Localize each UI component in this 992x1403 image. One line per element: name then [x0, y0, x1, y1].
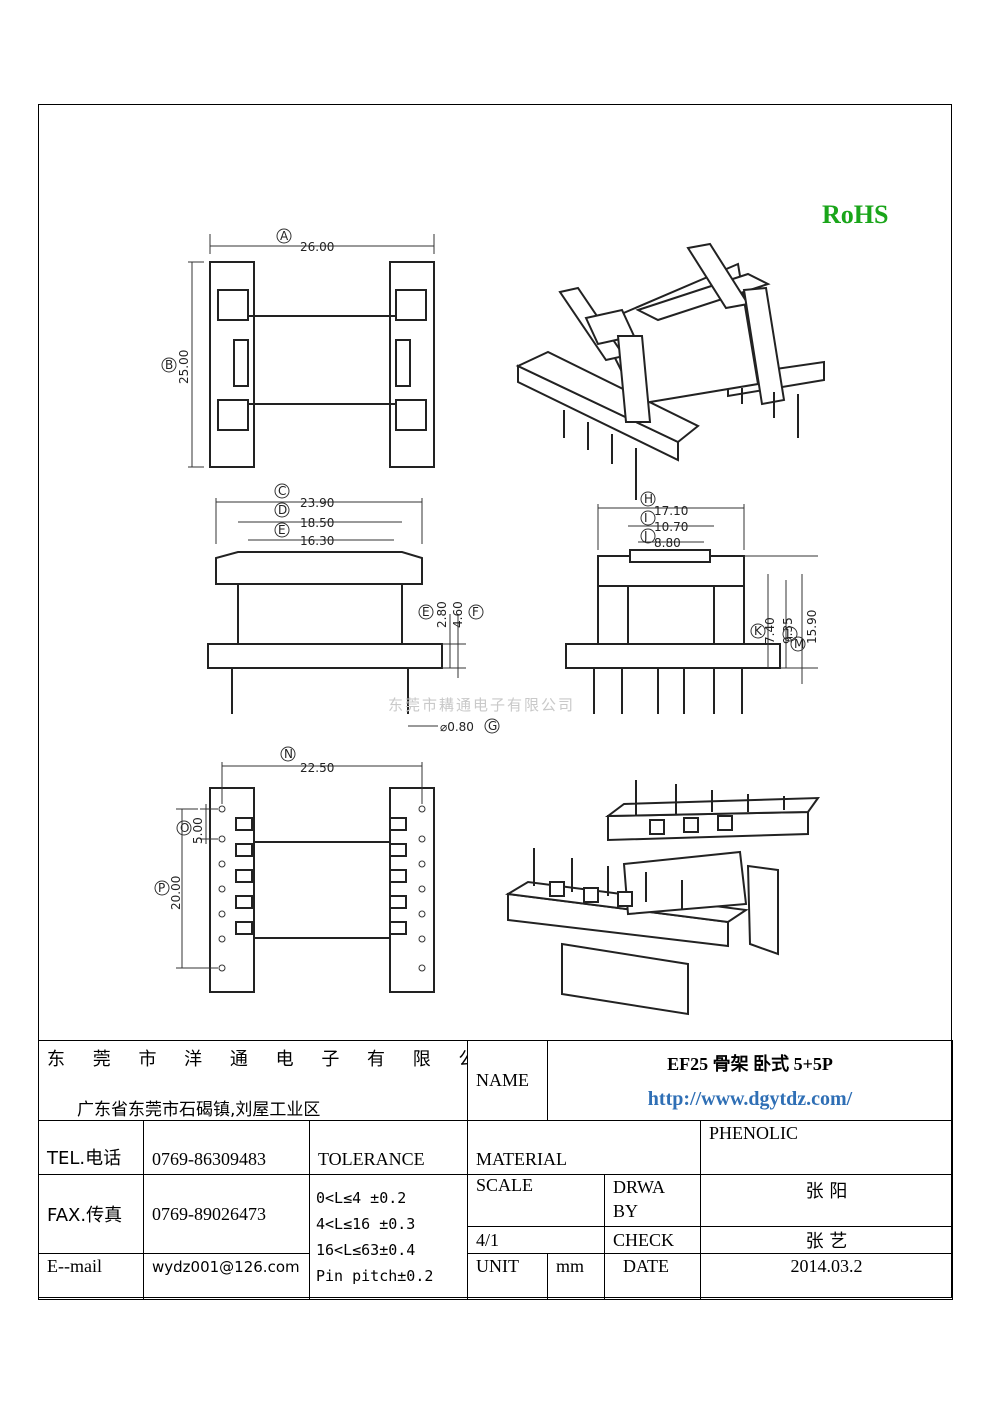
iso-view-lower	[505, 780, 820, 1016]
bottom-view: N 22.50 O 5.00 P 20.00	[154, 746, 435, 993]
dim-f-value: 4.60	[451, 601, 465, 628]
side-view: H 17.10 I 10.70 J 8.80 7.40 9.35 15.90 K…	[565, 491, 819, 714]
company-cell: 东 莞 市 洋 通 电 子 有 限 公 司 广东省东莞市石碣镇,刘屋工业区	[37, 1040, 469, 1121]
tolerance-label: TOLERANCE	[308, 1120, 469, 1175]
company-address: 广东省东莞市石碣镇,刘屋工业区	[77, 1100, 321, 1120]
dim-l-value: 9.35	[781, 617, 795, 644]
email-value: wydz001@126.com	[143, 1253, 310, 1300]
name-cell: EF25 骨架 卧式 5+5P http://www.dgytdz.com/	[547, 1040, 954, 1121]
drawn-label-line-2: BY	[613, 1201, 639, 1221]
dim-c-value: 23.90	[300, 496, 334, 510]
dim-i-value: 10.70	[654, 520, 688, 534]
dim-m-letter: M	[794, 637, 804, 651]
dim-m-value: 15.90	[805, 610, 819, 644]
dim-e-value: 16.30	[300, 534, 334, 548]
scale-value: 4/1	[467, 1226, 606, 1254]
dim-a-letter: A	[280, 229, 289, 243]
dim-h-letter: H	[644, 492, 653, 506]
dim-g-value: ⌀0.80	[440, 720, 474, 734]
dim-g-letter: G	[488, 719, 497, 733]
title-block: 东 莞 市 洋 通 电 子 有 限 公 司 广东省东莞市石碣镇,刘屋工业区 NA…	[37, 1040, 954, 1300]
dim-e-letter: E	[278, 523, 286, 537]
technical-drawing: A 26.00 B 25.00	[154, 228, 825, 1016]
material-value: PHENOLIC	[700, 1120, 954, 1175]
website-link[interactable]: http://www.dgytdz.com/	[647, 1088, 853, 1110]
dim-a-value: 26.00	[300, 240, 334, 254]
iso-view-upper	[515, 242, 825, 500]
dim-c-letter: C	[278, 484, 286, 498]
dim-b-letter: B	[165, 358, 173, 372]
tel-label: TEL.电话	[38, 1120, 144, 1175]
scale-label: SCALE	[467, 1174, 606, 1227]
dim-d-letter: D	[278, 503, 287, 517]
part-name: EF25 骨架 卧式 5+5P	[667, 1054, 833, 1074]
dim-e2-value: 2.80	[435, 601, 449, 628]
dim-h-value: 17.10	[654, 504, 688, 518]
tolerance-values: 0<L≤4 ±0.2 4<L≤16 ±0.3 16<L≤63±0.4 Pin p…	[308, 1174, 469, 1300]
check-value: 张 艺	[700, 1226, 954, 1254]
dim-j-letter: J	[643, 529, 648, 543]
top-view: A 26.00 B 25.00	[161, 228, 435, 468]
fax-value: 0769-89026473	[143, 1174, 310, 1254]
dim-o-letter: O	[180, 821, 189, 835]
dim-k-letter: K	[754, 624, 763, 638]
tolerance-row-1: 0<L≤4 ±0.2	[316, 1189, 407, 1207]
date-value: 2014.03.2	[700, 1253, 954, 1300]
dim-p-value: 20.00	[169, 876, 183, 910]
watermark: 东莞市耩通电子有限公司	[388, 696, 576, 714]
email-label: E--mail	[38, 1253, 144, 1300]
tolerance-row-3: 16<L≤63±0.4	[316, 1241, 416, 1259]
dim-d-value: 18.50	[300, 516, 334, 530]
dim-f-letter: F	[472, 605, 479, 619]
drawn-by-label: DRWA BY	[604, 1174, 702, 1227]
company-name: 东 莞 市 洋 通 电 子 有 限 公 司	[47, 1049, 467, 1070]
tolerance-row-4: Pin pitch±0.2	[316, 1267, 434, 1285]
name-label: NAME	[467, 1040, 549, 1121]
drawn-label-line-1: DRWA	[613, 1177, 666, 1197]
dim-b-value: 25.00	[177, 350, 191, 384]
material-label: MATERIAL	[467, 1120, 702, 1175]
unit-label: UNIT	[467, 1253, 549, 1300]
check-label: CHECK	[604, 1226, 702, 1254]
dim-n-letter: N	[284, 747, 293, 761]
tolerance-row-2: 4<L≤16 ±0.3	[316, 1215, 416, 1233]
dim-j-value: 8.80	[654, 536, 681, 550]
front-view: C 23.90 D 18.50 E 16.30 E 2.80 4.60 F ⌀0…	[207, 483, 500, 734]
dim-p-letter: P	[158, 881, 165, 895]
dim-e2-letter: E	[422, 605, 430, 619]
unit-value: mm	[547, 1253, 606, 1300]
dim-o-value: 5.00	[191, 817, 205, 844]
dim-l-letter: L	[786, 627, 793, 641]
dim-i-letter: I	[644, 511, 648, 525]
rohs-badge: RoHS	[822, 200, 889, 229]
dim-k-value: 7.40	[763, 617, 777, 644]
dim-n-value: 22.50	[300, 761, 334, 775]
drawn-by-value: 张 阳	[700, 1174, 954, 1227]
date-label: DATE	[604, 1253, 702, 1300]
fax-label: FAX.传真	[38, 1174, 144, 1254]
tel-value: 0769-86309483	[143, 1120, 310, 1175]
drawing-area: A 26.00 B 25.00	[38, 104, 952, 1040]
